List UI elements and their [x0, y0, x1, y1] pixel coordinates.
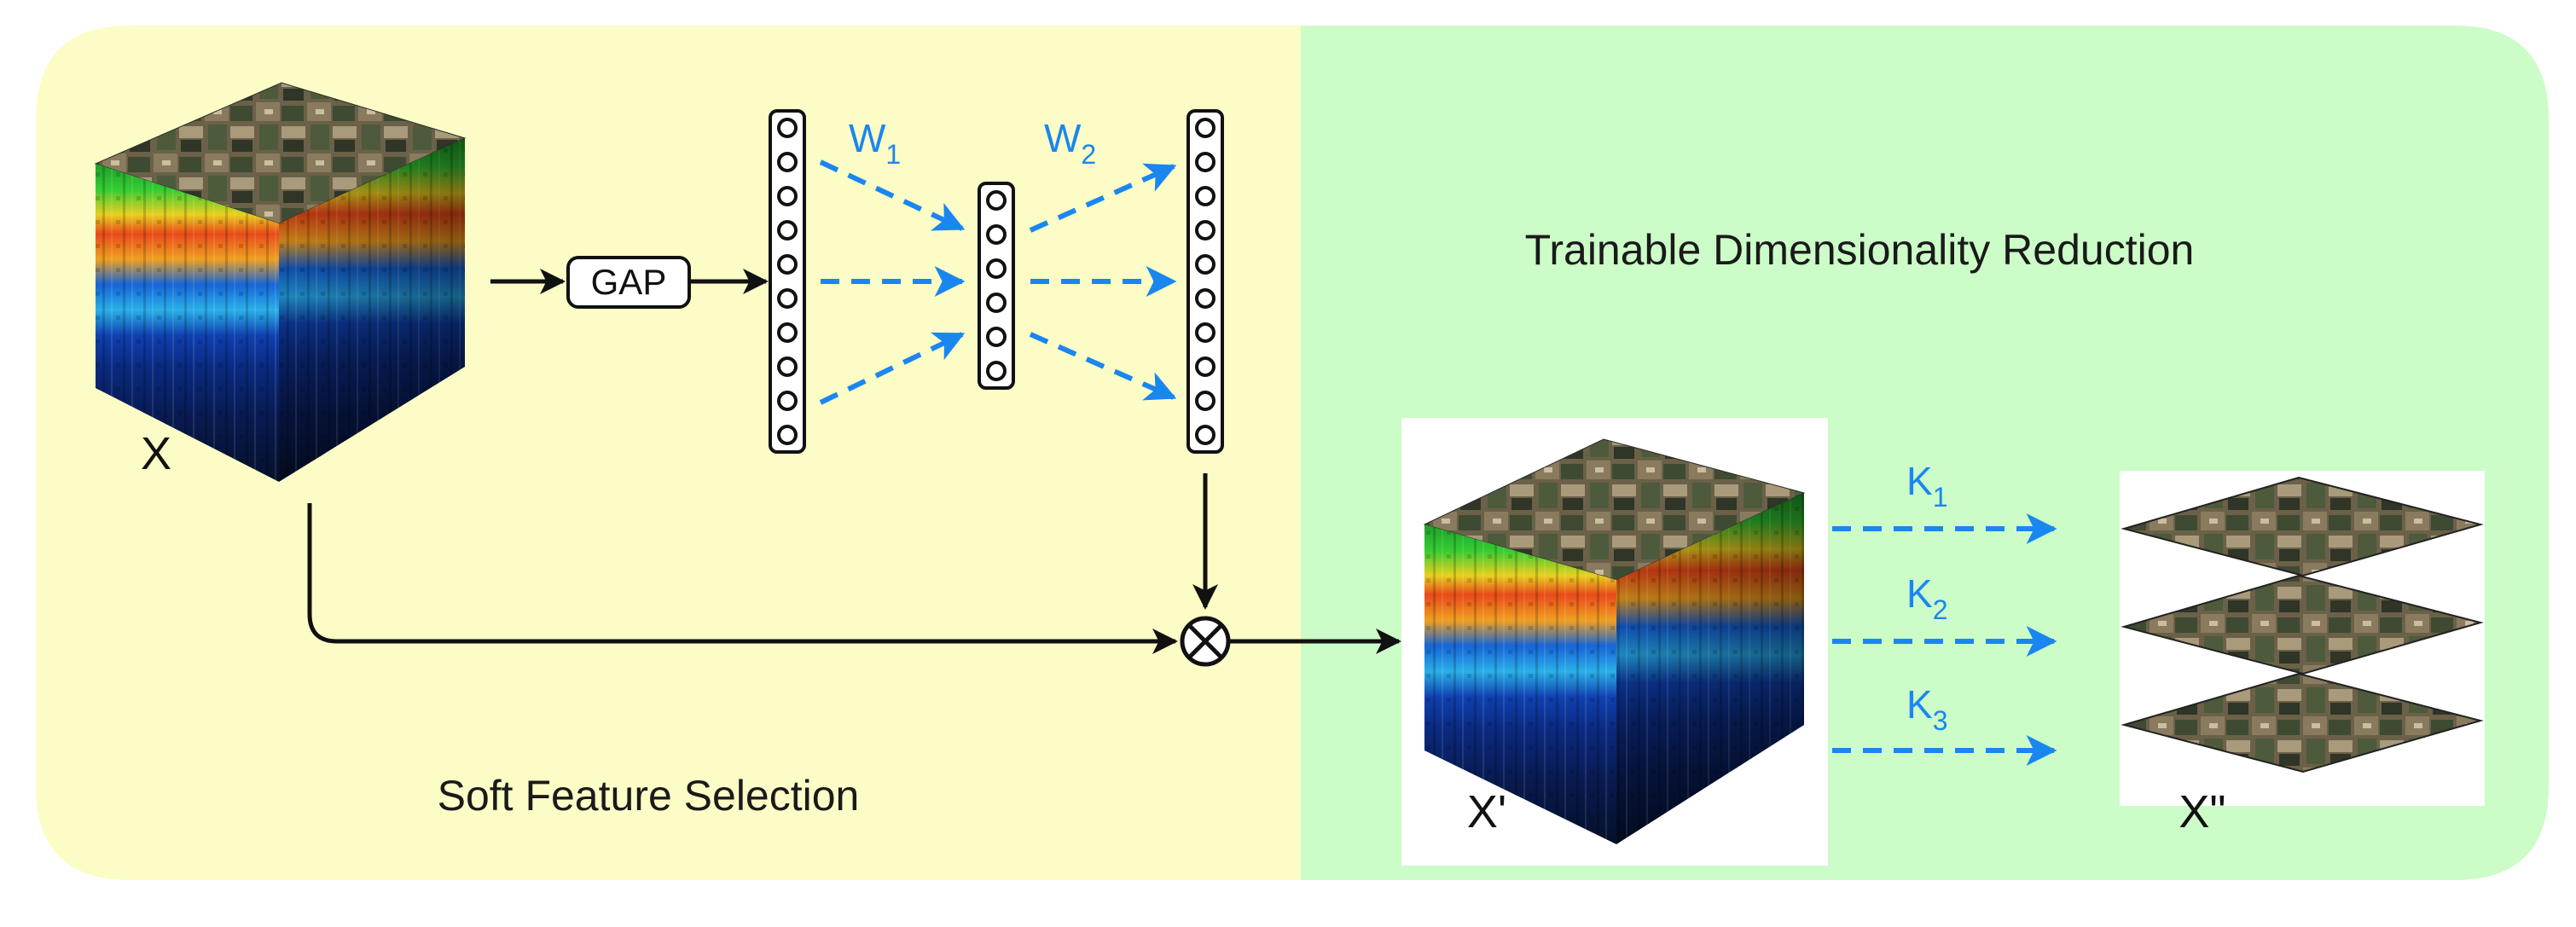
k1-label: K1 — [1906, 459, 1947, 513]
gap-label: GAP — [591, 262, 667, 302]
dimensionality-reduction-label: Trainable Dimensionality Reduction — [1525, 226, 2195, 274]
k3-label: K3 — [1906, 682, 1947, 736]
weighted-cube — [1423, 438, 1806, 844]
input-cube-label: X — [141, 428, 171, 479]
gap-vector — [769, 109, 806, 454]
soft-feature-selection-label: Soft Feature Selection — [438, 772, 860, 820]
output-layer-1 — [2121, 476, 2484, 577]
w1-arrows — [819, 159, 966, 405]
w2-arrows — [1029, 163, 1177, 401]
w1-label: W1 — [849, 116, 901, 170]
output-layers — [2121, 476, 2484, 773]
output-layers-label: X" — [2179, 786, 2225, 837]
kernel-arrows — [1832, 513, 2057, 766]
bottleneck-vector — [978, 182, 1015, 390]
skip-connection-arrow — [307, 503, 1178, 654]
input-cube — [94, 82, 467, 482]
weighted-cube-label: X' — [1467, 786, 1506, 837]
w2-label: W2 — [1044, 116, 1096, 170]
k2-label: K2 — [1906, 571, 1947, 625]
output-layer-3 — [2121, 672, 2484, 773]
output-layer-2 — [2121, 574, 2484, 675]
multiply-operator — [1180, 616, 1231, 667]
attention-vector — [1186, 109, 1224, 454]
